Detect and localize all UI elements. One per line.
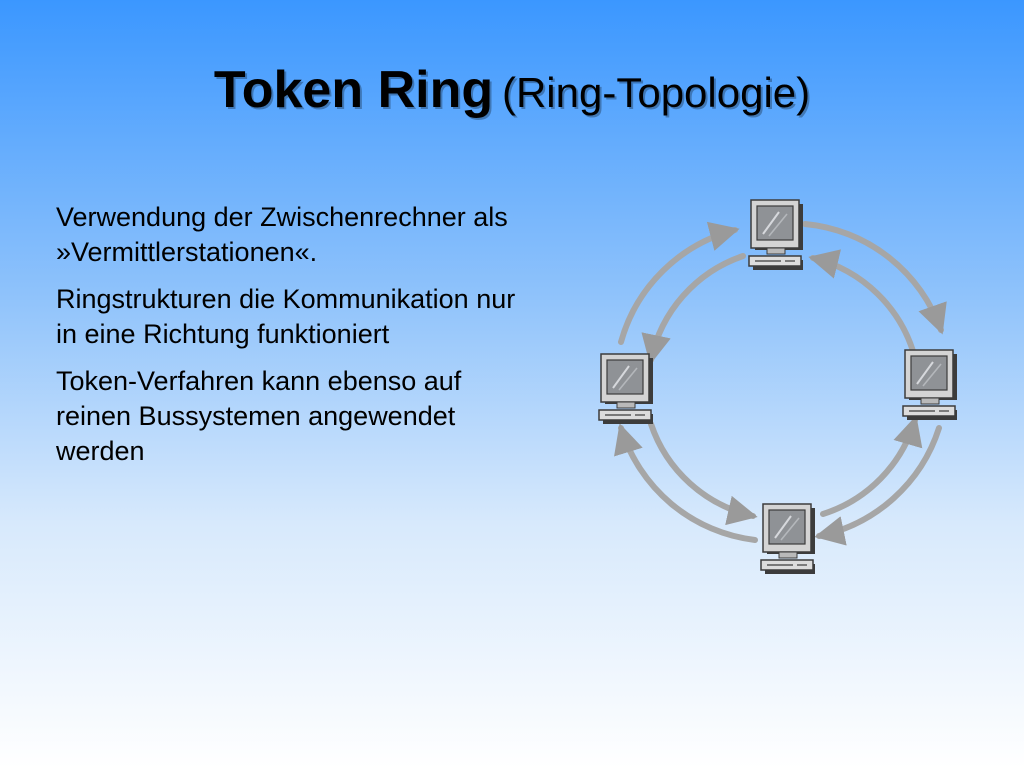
inner-ring xyxy=(641,249,923,526)
inner-ring-arc-left-bottom xyxy=(648,421,758,526)
inner-ring-arc-top-left xyxy=(641,253,746,365)
paragraph-3: Token-Verfahren kann ebenso auf reinen B… xyxy=(56,366,462,466)
paragraph-2: Ringstrukturen die Kommunikation nur in … xyxy=(56,284,516,349)
paragraph-1: Verwendung der Zwischenrechner als »Verm… xyxy=(56,202,508,267)
slide-title: Token Ring (Ring-Topologie) xyxy=(0,60,1024,120)
body-text: Verwendung der Zwischenrechner als »Verm… xyxy=(56,200,536,481)
outer-ring-arc-left-top xyxy=(618,221,740,345)
computer-icon xyxy=(760,503,816,575)
outer-ring xyxy=(614,221,947,546)
computer-icon xyxy=(902,349,958,421)
outer-ring-arc-top-right xyxy=(802,221,947,335)
title-main: Token Ring xyxy=(213,61,494,119)
title-sub: (Ring-Topologie) xyxy=(501,69,811,116)
computer-icon xyxy=(748,199,804,271)
token-ring-diagram xyxy=(598,199,958,575)
outer-ring-arc-bottom-left xyxy=(614,423,758,543)
inner-ring-arc-right-top xyxy=(808,249,918,361)
outer-ring-arc-right-bottom xyxy=(814,425,942,546)
computer-icon xyxy=(598,353,654,425)
inner-ring-arc-bottom-right xyxy=(820,415,923,517)
